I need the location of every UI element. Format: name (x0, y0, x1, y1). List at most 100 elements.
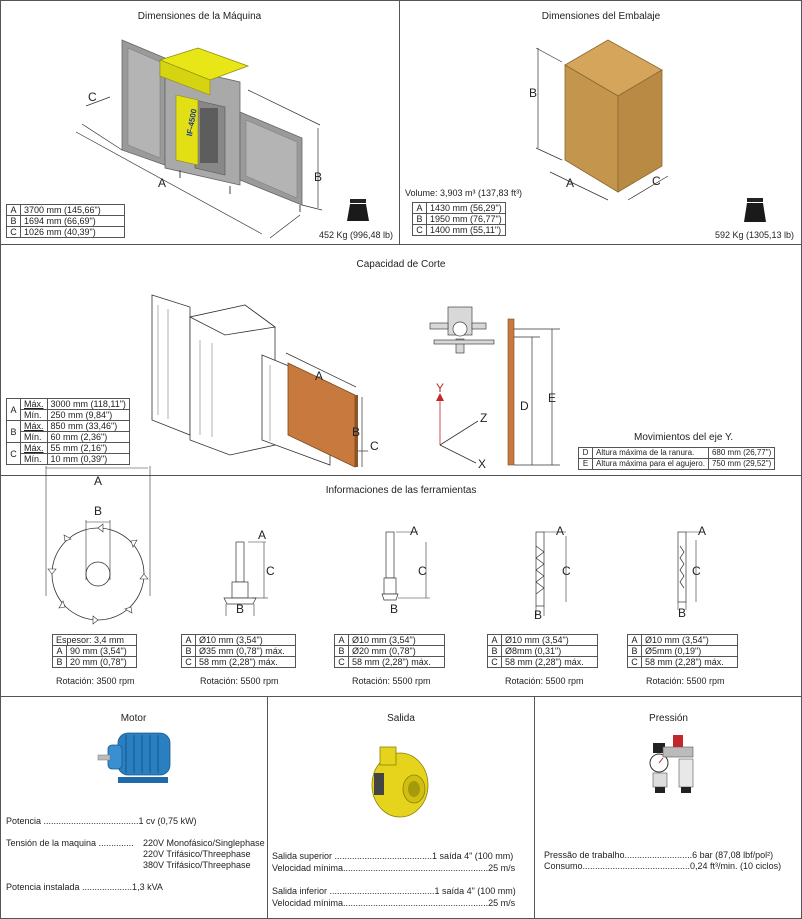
pressure-title: Pressión (649, 713, 688, 724)
packaging-dimensions-panel: Dimensiones del Embalaje B A C Volume: 3… (400, 0, 802, 245)
table-row: Mín.10 mm (0,39") (7, 453, 130, 465)
machine-dimensions-panel: Dimensiones de la Máquina (0, 0, 400, 245)
bit1-rotation: Rotación: 5500 rpm (200, 676, 279, 686)
bit4-rotation: Rotación: 5500 rpm (646, 676, 725, 686)
working-pressure: Pressão de trabalho.....................… (544, 850, 774, 860)
bit4-label-a: A (698, 524, 707, 538)
bit1-label-c: C (266, 564, 275, 578)
motor-panel: Motor Potencia .........................… (0, 697, 268, 919)
forstner-bit-icon (223, 541, 257, 605)
tools-drawing (45, 466, 704, 625)
axis-x-label: X (478, 457, 487, 471)
saw-label-a: A (94, 474, 103, 488)
tools-info-panel: Informaciones de las ferramientas (0, 466, 802, 697)
height-label-d: D (520, 399, 529, 413)
packaging-weight: 592 Kg (1305,13 lb) (714, 230, 794, 240)
table-row: Mín.60 mm (2,36") (7, 431, 130, 443)
y-axis-movements-title: Movimientos del eje Y. (634, 432, 734, 443)
bit4-label-b: B (678, 606, 687, 620)
cut-label-a: A (315, 369, 324, 383)
weight-icon (744, 198, 766, 222)
packaging-volume: Volume: 3,903 m³ (137,83 ft³) (405, 188, 523, 198)
dim-label-b: B (314, 170, 323, 184)
motor-voltage-1: 220V Monofásico/Singlephase (143, 838, 265, 848)
outlet-upper: Salida superior ........................… (272, 851, 514, 861)
motor-installed-power: Potencia instalada ....................1… (6, 882, 163, 892)
pressure-panel: Pressión Pressão de trabalho............… (535, 697, 802, 919)
outlet-lower: Salida inferior ........................… (272, 886, 516, 896)
machine-dimensions-title: Dimensiones de la Máquina (137, 11, 262, 22)
bit2-rotation: Rotación: 5500 rpm (352, 676, 431, 686)
cut-label-b: B (352, 425, 361, 439)
outlet-upper-velocity: Velocidad mínima........................… (272, 863, 516, 873)
height-label-e: E (548, 391, 557, 405)
motor-icon (97, 732, 171, 783)
outlet-title: Salida (387, 713, 415, 724)
packaging-dimensions-title: Dimensiones del Embalaje (541, 11, 661, 22)
axis-y-label: Y (436, 381, 445, 395)
motor-power: Potencia ...............................… (6, 816, 197, 826)
saw-rotation: Rotación: 3500 rpm (56, 676, 135, 686)
saw-blade-icon (47, 523, 149, 625)
bit1-label-b: B (236, 602, 245, 616)
cutting-machine-drawing (151, 294, 560, 468)
outlet-lower-velocity: Velocidad mínima........................… (272, 898, 516, 908)
air-consumption: Consumo.................................… (544, 861, 782, 871)
saw-label-b: B (94, 504, 103, 518)
outlet-panel: Salida Salida superior .................… (268, 697, 535, 919)
bit3-label-a: A (556, 524, 565, 538)
brad-point-bit-icon (381, 531, 399, 601)
bit3-rotation: Rotación: 5500 rpm (505, 676, 584, 686)
bit3-label-c: C (562, 564, 571, 578)
packaging-box-drawing (535, 39, 766, 222)
dim-label-c: C (88, 90, 97, 104)
bit4-label-c: C (692, 564, 701, 578)
motor-voltage-label: Tensión de la maquina .............. (6, 838, 134, 848)
axis-z-label: Z (480, 411, 488, 425)
pack-label-b: B (529, 86, 538, 100)
air-filter-regulator-icon (649, 735, 694, 793)
motor-title: Motor (120, 713, 147, 724)
cutting-capacity-panel: Capacidad de Corte (0, 245, 802, 476)
machine-drawing (75, 39, 369, 239)
bit2-label-a: A (410, 524, 419, 538)
thin-spiral-bit-icon (677, 531, 687, 603)
exhaust-fan-icon (371, 746, 429, 818)
cutting-capacity-title: Capacidad de Corte (356, 259, 446, 270)
pack-label-a: A (566, 176, 575, 190)
motor-voltage-3: 380V Trifásico/Threephase (143, 860, 251, 870)
cut-label-c: C (370, 439, 379, 453)
machine-weight: 452 Kg (996,48 lb) (318, 230, 393, 240)
dim-label-a: A (158, 176, 167, 190)
weight-icon (347, 199, 369, 221)
